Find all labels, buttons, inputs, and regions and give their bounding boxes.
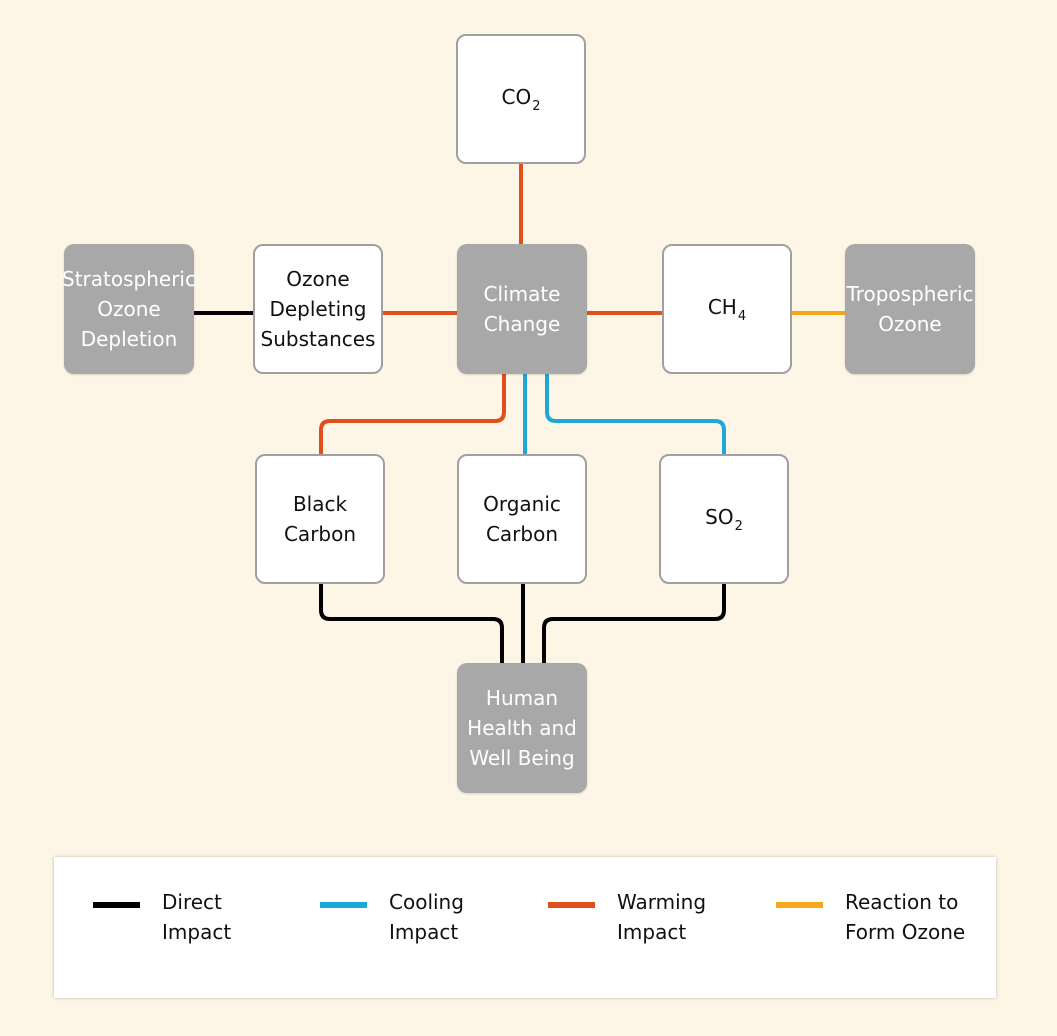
connector-so2-health — [542, 583, 726, 664]
node-tropospheric-ozone-label: Tropospheric Ozone — [846, 282, 974, 336]
legend-label-warming: Warming Impact — [617, 890, 707, 944]
node-organic-carbon-label: Organic Carbon — [483, 492, 561, 546]
node-co2-label: CO — [501, 85, 532, 109]
legend-swatch-reaction — [776, 902, 823, 908]
node-tropospheric-ozone[interactable]: Tropospheric Ozone — [845, 244, 975, 374]
node-so2-label: SO — [705, 505, 734, 529]
legend-label-direct: Direct Impact — [162, 890, 232, 944]
legend: Direct Impact Cooling Impact Warming Imp… — [54, 857, 996, 998]
node-stratospheric-ozone-depletion-label: Stratospheric Ozone Depletion — [62, 267, 196, 351]
node-ch4-label: CH — [707, 295, 737, 319]
node-so2[interactable]: SO2 — [659, 454, 789, 584]
node-ch4-subscript: 4 — [737, 309, 747, 324]
node-ch4[interactable]: CH4 — [662, 244, 792, 374]
legend-item-cooling: Cooling Impact — [320, 887, 464, 947]
node-co2-subscript: 2 — [532, 99, 541, 114]
legend-swatch-warming — [548, 902, 595, 908]
node-climate-change[interactable]: Climate Change — [457, 244, 587, 374]
connector-so2-climate — [545, 373, 726, 455]
node-human-health-label: Human Health and Well Being — [467, 686, 577, 770]
connector-blackcarbon-climate — [319, 373, 506, 455]
node-black-carbon-label: Black Carbon — [283, 492, 357, 546]
node-ozone-depleting-substances[interactable]: Ozone Depleting Substances — [253, 244, 383, 374]
legend-swatch-direct — [93, 902, 140, 908]
node-human-health[interactable]: Human Health and Well Being — [457, 663, 587, 793]
legend-item-warming: Warming Impact — [548, 887, 706, 947]
node-co2[interactable]: CO2 — [456, 34, 586, 164]
legend-label-reaction: Reaction to Form Ozone — [845, 890, 966, 944]
node-ozone-depleting-substances-label: Ozone Depleting Substances — [260, 267, 376, 351]
legend-label-cooling: Cooling Impact — [389, 890, 464, 944]
node-stratospheric-ozone-depletion[interactable]: Stratospheric Ozone Depletion — [62, 244, 196, 374]
legend-item-reaction: Reaction to Form Ozone — [776, 887, 965, 947]
legend-swatch-cooling — [320, 902, 367, 908]
connector-blackcarbon-health — [319, 583, 504, 664]
legend-item-direct: Direct Impact — [93, 887, 231, 947]
node-black-carbon[interactable]: Black Carbon — [255, 454, 385, 584]
node-climate-change-label: Climate Change — [483, 282, 561, 336]
node-organic-carbon[interactable]: Organic Carbon — [457, 454, 587, 584]
node-so2-subscript: 2 — [734, 519, 743, 534]
